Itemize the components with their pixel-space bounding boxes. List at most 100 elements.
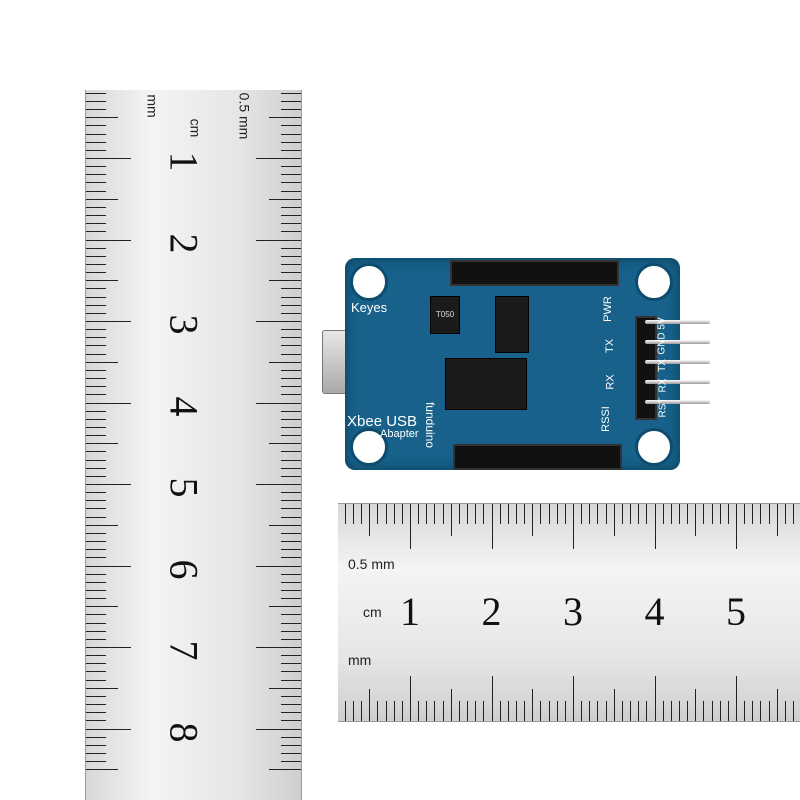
ruler-tick (776, 504, 778, 536)
ruler-tick (86, 630, 106, 632)
cm-label: cm (363, 604, 382, 620)
ruler-tick (507, 504, 509, 524)
ruler-tick (621, 504, 623, 524)
ruler-tick (744, 701, 746, 721)
ruler-tick (524, 504, 526, 524)
ruler-tick (418, 701, 420, 721)
ruler-tick (86, 557, 106, 559)
ruler-tick (281, 312, 301, 314)
ruler-tick (475, 504, 477, 524)
ruler-tick (768, 504, 770, 524)
ruler-tick (589, 504, 591, 524)
ruler-number: 3 (563, 589, 583, 634)
ruler-tick (86, 369, 106, 371)
ruler-tick (86, 141, 106, 143)
ruler-tick (281, 459, 301, 461)
ruler-tick (281, 190, 301, 192)
ruler-tick (281, 614, 301, 616)
ruler-tick (281, 418, 301, 420)
ruler-tick (281, 736, 301, 738)
ruler-tick (256, 321, 301, 322)
ruler-tick (86, 174, 106, 176)
ruler-tick (760, 504, 762, 524)
pin (645, 340, 710, 344)
ruler-tick (385, 701, 387, 721)
ruler-tick (269, 198, 301, 200)
ruler-tick (736, 504, 737, 549)
ruler-tick (281, 394, 301, 396)
ruler-tick (86, 451, 106, 453)
ruler-tick (793, 701, 795, 721)
ruler-tick (86, 736, 106, 738)
ruler-tick (597, 504, 599, 524)
ruler-tick (281, 337, 301, 339)
ruler-tick (281, 475, 301, 477)
maker-label: funduino (423, 401, 438, 449)
led-label-rx: RX (604, 374, 617, 390)
pin (645, 320, 710, 324)
ruler-tick (281, 508, 301, 510)
ruler-tick (281, 231, 301, 233)
ruler-tick (281, 288, 301, 290)
ruler-tick (281, 516, 301, 518)
ruler-tick (281, 345, 301, 347)
ruler-tick (613, 504, 615, 536)
ruler-tick (86, 516, 106, 518)
ruler-tick (281, 589, 301, 591)
ruler-number: 6 (161, 559, 207, 579)
ruler-tick (581, 504, 583, 524)
ruler-tick (281, 671, 301, 673)
ruler-tick (670, 504, 672, 524)
ruler-tick (458, 701, 460, 721)
ruler-tick (752, 504, 754, 524)
ruler-tick (86, 492, 106, 494)
ruler-tick (548, 504, 550, 524)
ruler-tick (86, 752, 106, 754)
ruler-tick (475, 701, 477, 721)
ruler-tick (86, 223, 106, 225)
ruler-tick (281, 263, 301, 265)
pin (645, 400, 710, 404)
ruler-tick (269, 280, 301, 282)
ruler-tick (556, 701, 558, 721)
ftdi-chip (445, 358, 527, 410)
ruler-tick (281, 712, 301, 714)
ruler-tick (450, 689, 452, 721)
ruler-tick (434, 504, 436, 524)
ruler-tick (573, 504, 574, 549)
ruler-tick (524, 701, 526, 721)
pin-label: RST (657, 397, 669, 418)
ruler-tick (281, 166, 301, 168)
ruler-tick (86, 239, 131, 241)
ruler-tick (281, 255, 301, 257)
ruler-tick (532, 689, 534, 721)
ruler-tick (638, 504, 640, 524)
ruler-tick (281, 109, 301, 111)
ruler-tick (678, 701, 680, 721)
ruler-number: 1 (400, 589, 420, 634)
ruler-tick (256, 239, 301, 241)
ruler-tick (86, 198, 118, 200)
ruler-tick (646, 701, 648, 721)
ruler-tick (442, 701, 444, 721)
ruler-tick (86, 426, 106, 428)
ruler-tick (711, 504, 713, 524)
ruler-tick (281, 451, 301, 453)
ruler-number: 1 (161, 151, 207, 172)
ruler-tick (499, 701, 501, 721)
ruler-tick (744, 504, 746, 524)
ruler-tick (654, 676, 656, 721)
ruler-tick (281, 557, 301, 559)
half-mm-label: 0.5 mm (348, 556, 395, 572)
ruler-tick (86, 215, 106, 217)
ruler-tick (86, 524, 118, 526)
ruler-tick (86, 337, 106, 339)
ruler-tick (752, 701, 754, 721)
ruler-number: 4 (161, 396, 207, 416)
ruler-tick (670, 701, 672, 721)
ruler-tick (86, 663, 106, 665)
ruler-tick (719, 504, 721, 524)
ruler-tick (86, 206, 106, 208)
ruler-number: 5 (161, 477, 207, 498)
ruler-number: 8 (161, 722, 207, 742)
